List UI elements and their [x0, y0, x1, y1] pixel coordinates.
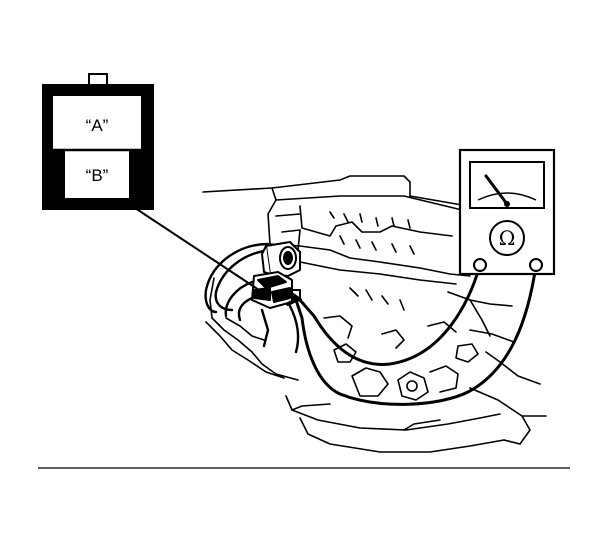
ohmmeter-display [469, 161, 545, 209]
engine-assembly [202, 175, 547, 453]
terminal-b-label: “B” [86, 166, 109, 185]
terminal-b-cavity [65, 150, 129, 198]
wire-harness [204, 242, 300, 354]
callout-leader-line [131, 205, 263, 293]
test-leads [284, 263, 538, 406]
test-lead-left [298, 263, 482, 366]
ohmmeter-jack-right [529, 258, 543, 272]
ohm-symbol: Ω [499, 226, 516, 250]
ohmmeter-needle [484, 174, 509, 206]
terminal-a-cavity [53, 96, 141, 150]
ohmmeter: Ω [458, 148, 556, 276]
ohmmeter-selector-dial [489, 220, 525, 256]
sensor-connector [261, 241, 301, 277]
test-lead-right [294, 263, 538, 406]
terminal-a-label: “A” [86, 116, 109, 135]
ohmmeter-scale-arc [477, 192, 537, 201]
ohmmeter-jack-left [473, 258, 487, 272]
connector-callout: “A” “B” [42, 73, 154, 210]
